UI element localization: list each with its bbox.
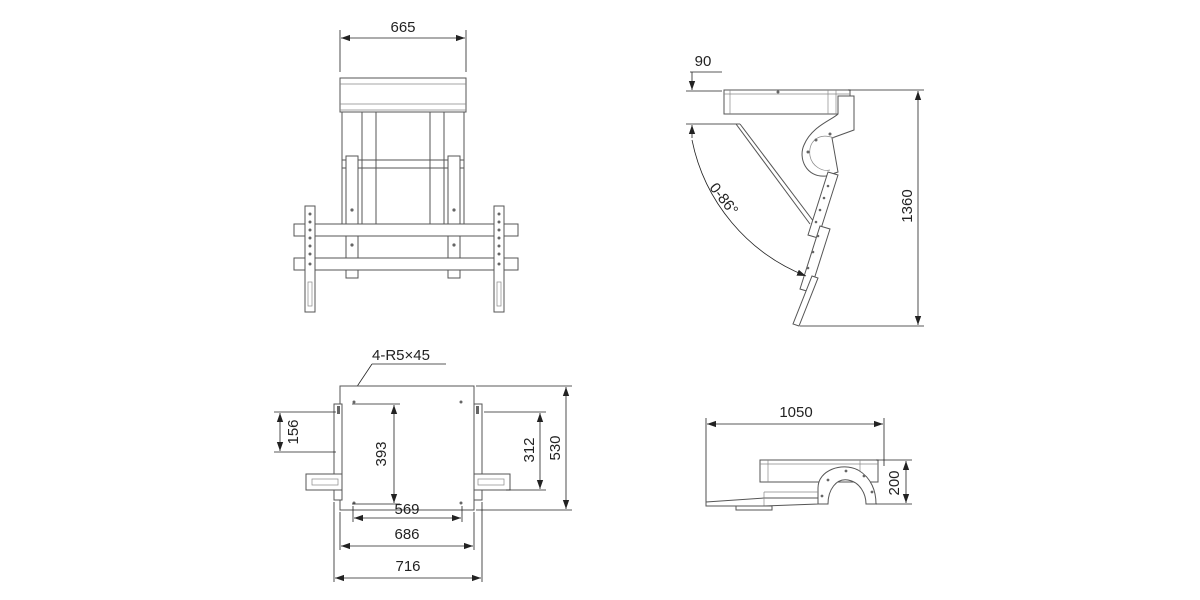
dim-716-label: 716 xyxy=(395,558,420,575)
dim-200-label: 200 xyxy=(886,470,903,495)
dim-393-label: 393 xyxy=(373,441,390,466)
folded-hinge-bracket xyxy=(817,466,877,505)
folded-view: 1050 200 xyxy=(705,404,912,511)
dim-665-label: 665 xyxy=(390,19,415,36)
plan-view: 4-R5×45 156 393 312 530 xyxy=(274,347,572,582)
upper-crossbar xyxy=(293,223,519,237)
foot-right xyxy=(473,473,511,491)
dim-530-label: 530 xyxy=(547,435,564,460)
dim-angle-label: 0-86° xyxy=(706,180,742,219)
side-view: 90 0-86° 1360 xyxy=(686,53,924,327)
angle-arc xyxy=(691,139,807,277)
inner-strip-right xyxy=(447,155,461,279)
dim-156-label: 156 xyxy=(285,419,302,444)
diagonal-strut xyxy=(735,123,811,225)
foot-left xyxy=(305,473,343,491)
side-housing xyxy=(723,89,851,115)
dim-1360-label: 1360 xyxy=(899,189,916,222)
hole-spec-label: 4-R5×45 xyxy=(372,347,430,364)
outer-strip-right xyxy=(493,205,505,313)
ladder-segment-3 xyxy=(792,275,819,327)
folded-foot xyxy=(735,505,773,511)
plate-flange-right xyxy=(473,403,483,501)
outer-strip-left xyxy=(304,205,316,313)
dim-569-label: 569 xyxy=(394,501,419,518)
dim-1050-label: 1050 xyxy=(779,404,812,421)
inner-strip-left xyxy=(345,155,359,279)
folded-ladder xyxy=(705,497,819,507)
dim-686-label: 686 xyxy=(394,526,419,543)
top-box xyxy=(339,77,467,113)
lower-crossbar xyxy=(293,257,519,271)
dim-90-label: 90 xyxy=(695,53,712,70)
dim-312-label: 312 xyxy=(521,437,538,462)
front-view: 665 xyxy=(293,19,519,313)
base-plate xyxy=(339,385,475,511)
